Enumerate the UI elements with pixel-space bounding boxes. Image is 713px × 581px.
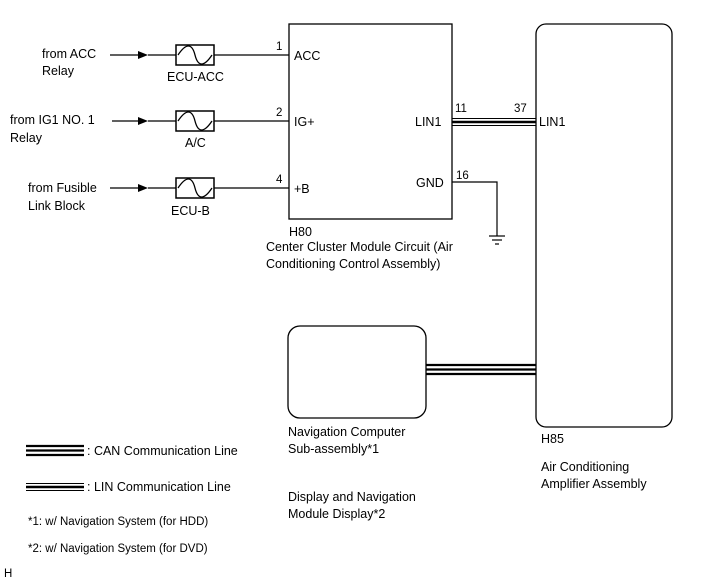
input-ig: from IG1 NO. 1 Relay A/C 2	[10, 107, 289, 150]
source-acc-line1: from ACC	[42, 47, 96, 61]
pin-acc: 1	[276, 41, 282, 53]
terminal-gnd: GND	[416, 176, 444, 190]
amplifier-box	[535, 23, 673, 428]
fuse-ecu-acc-label: ECU-ACC	[167, 70, 224, 84]
fuse-icon	[175, 177, 215, 199]
terminal-b: +B	[294, 182, 310, 196]
lin-communication-line: 11 37	[452, 103, 536, 126]
can-communication-line	[426, 363, 536, 376]
amplifier-name-line2: Amplifier Assembly	[541, 477, 647, 491]
navigation-name-line2: Sub-assembly*1	[288, 442, 379, 456]
fuse-ac-label: A/C	[185, 136, 206, 150]
lin-line-symbol	[26, 483, 84, 491]
pin-lin-amplifier: 37	[514, 103, 527, 115]
legend-can-label: : CAN Communication Line	[87, 444, 238, 458]
navigation-alt-line2: Module Display*2	[288, 507, 385, 521]
amplifier-id: H85	[541, 432, 564, 446]
navigation-alt-line1: Display and Navigation	[288, 490, 416, 504]
center-cluster-module: ACC IG+ +B LIN1 GND H80 Center Cluster M…	[266, 23, 453, 271]
pin-lin-center: 11	[455, 103, 467, 115]
input-acc: from ACC Relay ECU-ACC 1	[42, 41, 289, 84]
input-b: from Fusible Link Block ECU-B 4	[28, 174, 289, 218]
navigation-computer: Navigation Computer Sub-assembly*1 Displ…	[287, 325, 427, 521]
navigation-box	[287, 325, 427, 419]
amplifier-name-line1: Air Conditioning	[541, 460, 629, 474]
ground-icon	[489, 235, 505, 245]
source-acc-line2: Relay	[42, 64, 75, 78]
terminal-lin1-amplifier: LIN1	[539, 115, 565, 129]
source-b-line1: from Fusible	[28, 181, 97, 195]
fuse-ecu-b-label: ECU-B	[171, 204, 210, 218]
center-module-name-line1: Center Cluster Module Circuit (Air	[266, 240, 453, 254]
terminal-ig: IG+	[294, 115, 315, 129]
source-ig-line2: Relay	[10, 131, 43, 145]
source-ig-line1: from IG1 NO. 1	[10, 113, 95, 127]
center-module-id: H80	[289, 225, 312, 239]
ground-circuit: 16	[452, 170, 505, 245]
fuse-icon	[175, 44, 215, 66]
terminal-lin1-center: LIN1	[415, 115, 441, 129]
navigation-name-line1: Navigation Computer	[288, 425, 405, 439]
pin-b: 4	[276, 174, 283, 186]
legend-note2: *2: w/ Navigation System (for DVD)	[28, 543, 208, 555]
source-ig-arrow-icon	[138, 117, 148, 125]
legend-lin-label: : LIN Communication Line	[87, 480, 231, 494]
source-acc-arrow-icon	[138, 51, 148, 59]
center-module-box	[288, 23, 453, 220]
wire-gnd	[452, 181, 498, 236]
source-b-arrow-icon	[138, 184, 148, 192]
pin-gnd: 16	[456, 170, 469, 182]
terminal-acc: ACC	[294, 49, 320, 63]
center-module-name-line2: Conditioning Control Assembly)	[266, 257, 440, 271]
air-conditioning-amplifier: LIN1 H85 Air Conditioning Amplifier Asse…	[535, 23, 673, 491]
pin-ig: 2	[276, 107, 282, 119]
legend-note1: *1: w/ Navigation System (for HDD)	[28, 516, 208, 528]
page-marker: H	[4, 568, 12, 580]
can-line-symbol	[26, 444, 84, 457]
fuse-icon	[175, 110, 215, 132]
legend: : CAN Communication Line : LIN Communica…	[26, 444, 238, 555]
source-b-line2: Link Block	[28, 199, 86, 213]
